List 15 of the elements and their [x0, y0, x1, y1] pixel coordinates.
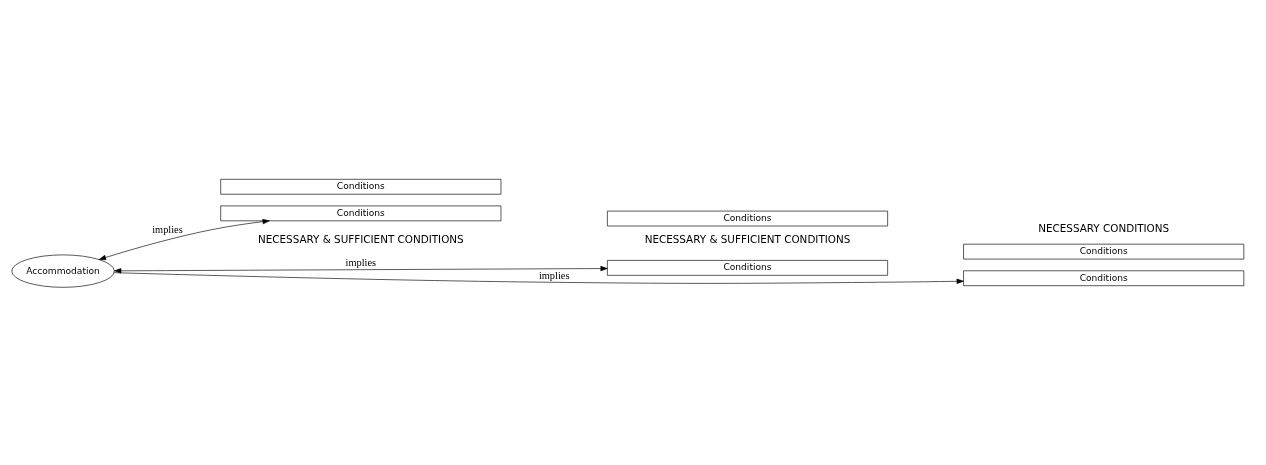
edge-label: implies [345, 256, 377, 268]
node-box: Conditions [220, 205, 502, 222]
node-box: Conditions [963, 270, 1245, 287]
label: NECESSARY CONDITIONS [1038, 222, 1170, 235]
node-box: Conditions [607, 210, 888, 227]
arrow [114, 265, 608, 274]
node-box: Conditions [607, 260, 888, 276]
label: NECESSARY & SUFFICIENT CONDITIONS [644, 233, 851, 246]
arrow [113, 272, 964, 284]
node-box: Conditions [220, 178, 502, 195]
arrow [98, 219, 270, 261]
label: NECESSARY & SUFFICIENT CONDITIONS [257, 233, 464, 246]
edge-label: implies [538, 269, 570, 281]
node-box: Conditions [963, 243, 1245, 260]
edge-label: implies [152, 224, 183, 236]
